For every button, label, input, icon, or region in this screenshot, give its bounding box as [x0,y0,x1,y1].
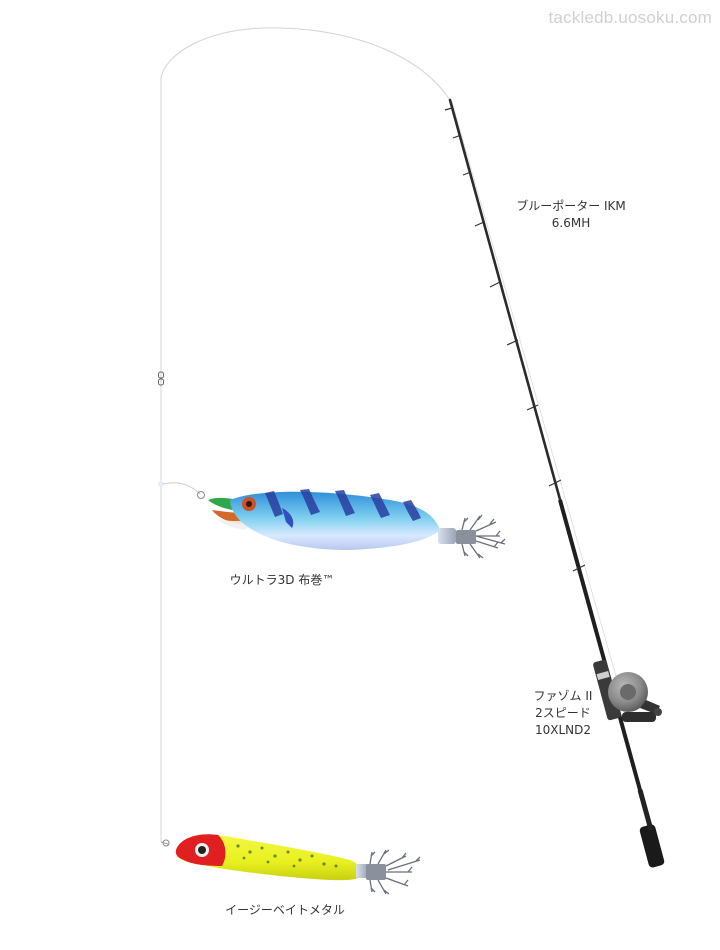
upper-lure-label: ウルトラ3D 布巻™ [222,572,342,589]
squid-jig-upper [198,489,506,558]
metal-jig-lower [161,834,420,894]
lower-lure-label: イージーベイトメタル [215,902,355,919]
rod-name-line2: 6.6MH [510,215,632,232]
rod-name-line1: ブルーポーター IKM [510,198,632,215]
reel-name-line1: ファゾム II [528,688,598,705]
watermark: tackledb.uosoku.com [549,8,713,28]
main-line [161,28,450,842]
reel-label: ファゾム II 2スピード 10XLND2 [528,688,598,739]
reel-name-line3: 10XLND2 [528,722,598,739]
rod-label: ブルーポーター IKM 6.6MH [510,198,632,232]
rod-line [452,102,620,690]
branch-line [163,483,200,494]
reel-name-line2: 2スピード [528,705,598,722]
